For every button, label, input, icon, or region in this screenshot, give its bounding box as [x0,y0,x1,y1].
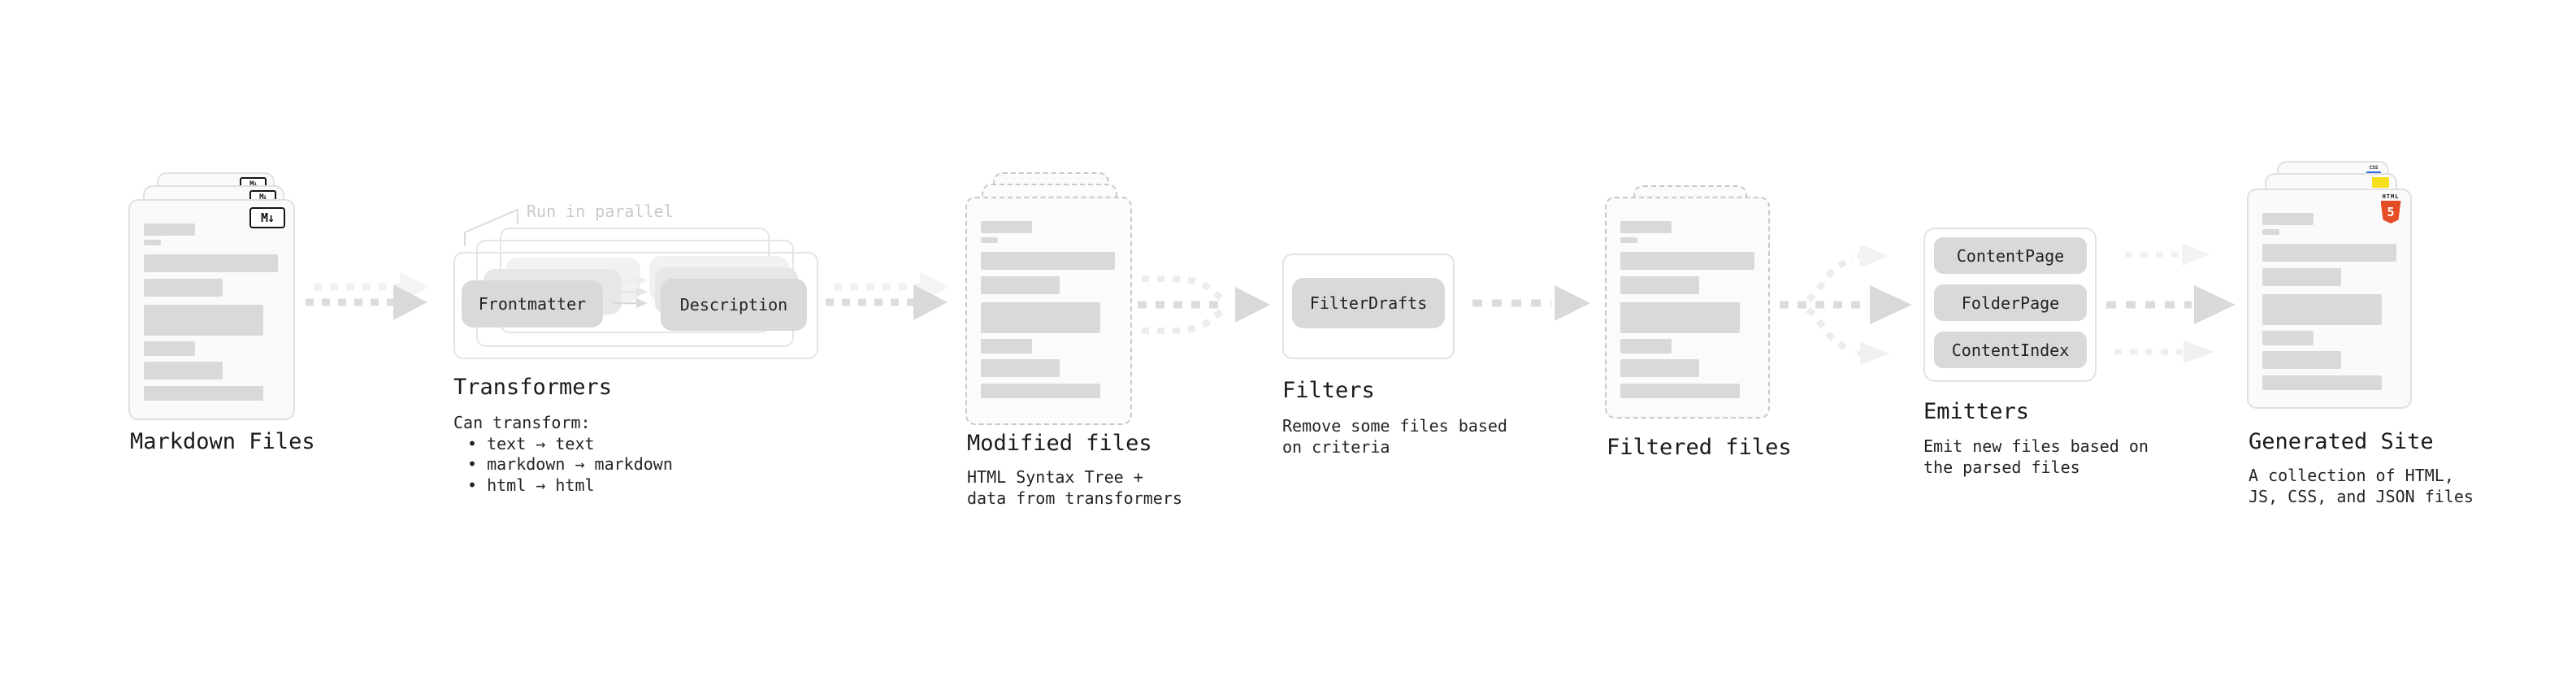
placeholder-bar [144,240,161,245]
emitter-pill-contentindex: ContentIndex [1934,332,2087,368]
filters-description: Remove some files based on criteria [1282,416,1507,458]
desc-line: Emit new files based on [1923,436,2149,456]
placeholder-bar [981,339,1032,354]
section-title-filters: Filters [1282,378,1375,403]
document-content-placeholder [144,223,278,401]
css-badge-bar [2366,171,2381,174]
js-badge [2372,177,2389,188]
flow-arrow-filters-to-filtered [1472,285,1590,321]
section-title-emitters: Emitters [1923,399,2030,424]
modified-files-description: HTML Syntax Tree + data from transformer… [967,467,1182,509]
run-in-parallel-note: Run in parallel [527,202,674,221]
emitters-description: Emit new files based on the parsed files [1923,436,2149,478]
section-title-markdown-files: Markdown Files [130,429,315,454]
placeholder-bar [1620,302,1740,333]
flow-arrows-emitters-to-site [2106,243,2236,363]
flow-arrow-transformers-to-modified [826,272,949,320]
pill-connector-arrows [614,275,648,308]
html5-badge-label: HTML [2382,193,2400,200]
filter-pill-filterdrafts: FilterDrafts [1292,278,1445,328]
desc-line: JS, CSS, and JSON files [2249,486,2474,506]
placeholder-bar [1620,237,1637,243]
document-content-placeholder [981,221,1115,398]
html5-badge-number: 5 [2387,205,2395,219]
document-content-placeholder [1620,221,1754,398]
placeholder-bar [981,237,998,243]
document-card-front: HTML 5 [2247,189,2412,409]
flow-arrow-merge-to-filters [1138,275,1270,334]
document-card-front [965,197,1132,425]
css-badge-label: CSS [2369,165,2379,171]
placeholder-bar [1620,221,1672,233]
desc-line: A collection of HTML, [2249,466,2454,485]
placeholder-bar [1620,252,1754,270]
placeholder-bar [2262,244,2396,262]
desc-bullet: text → text [467,434,673,455]
placeholder-bar [2262,213,2314,225]
section-title-modified-files: Modified files [967,431,1152,456]
desc-line: data from transformers [967,488,1182,508]
transformer-frame-front [453,252,818,359]
placeholder-bar [2262,375,2382,390]
placeholder-bar [981,384,1100,398]
placeholder-bar [1620,276,1699,294]
desc-line: on criteria [1282,436,1390,457]
placeholder-bar [144,386,263,401]
html5-badge: HTML 5 [2379,193,2403,223]
placeholder-bar [144,362,223,380]
document-content-placeholder [2262,213,2396,390]
emitter-pill-contentpage: ContentPage [1934,237,2087,274]
css-badge: CSS [2366,166,2381,174]
document-card-front [1605,197,1770,419]
desc-bullet: markdown → markdown [467,454,673,475]
transformers-description: Can transform: text → text markdown → ma… [453,413,673,496]
desc-line: Remove some files based [1282,416,1507,436]
placeholder-bar [2262,268,2341,286]
flow-arrow-fanout-to-emitters [1780,245,1912,365]
transformer-pill-frontmatter: Frontmatter [462,280,603,327]
placeholder-bar [144,341,195,356]
placeholder-bar [144,279,223,297]
desc-line: the parsed files [1923,457,2080,477]
placeholder-bar [981,359,1060,377]
placeholder-bar [144,254,278,272]
desc-bullet: html → html [467,475,673,497]
placeholder-bar [144,305,263,336]
placeholder-bar [1620,339,1672,354]
html5-shield-icon: 5 [2380,201,2401,223]
generated-site-description: A collection of HTML, JS, CSS, and JSON … [2249,466,2474,507]
placeholder-bar [1620,384,1740,398]
placeholder-bar [981,221,1032,233]
desc-line: HTML Syntax Tree + [967,467,1143,487]
placeholder-bar [2262,294,2382,325]
placeholder-bar [1620,359,1699,377]
placeholder-bar [981,252,1115,270]
section-title-filtered-files: Filtered files [1607,435,1792,460]
placeholder-bar [981,302,1100,333]
note-leader-line [464,209,518,246]
desc-heading: Can transform: [453,413,591,432]
markdown-badge: M↓ [249,207,285,228]
section-title-transformers: Transformers [453,375,613,400]
placeholder-bar [2262,331,2314,345]
placeholder-bar [981,276,1060,294]
flow-arrow-markdown-to-transformers [306,272,429,320]
transformer-pill-description: Description [661,279,807,331]
section-title-generated-site: Generated Site [2249,429,2434,454]
emitter-pill-folderpage: FolderPage [1934,284,2087,321]
placeholder-bar [2262,351,2341,369]
placeholder-bar [2262,229,2279,235]
placeholder-bar [144,223,195,236]
document-card-front: M↓ [128,199,295,420]
